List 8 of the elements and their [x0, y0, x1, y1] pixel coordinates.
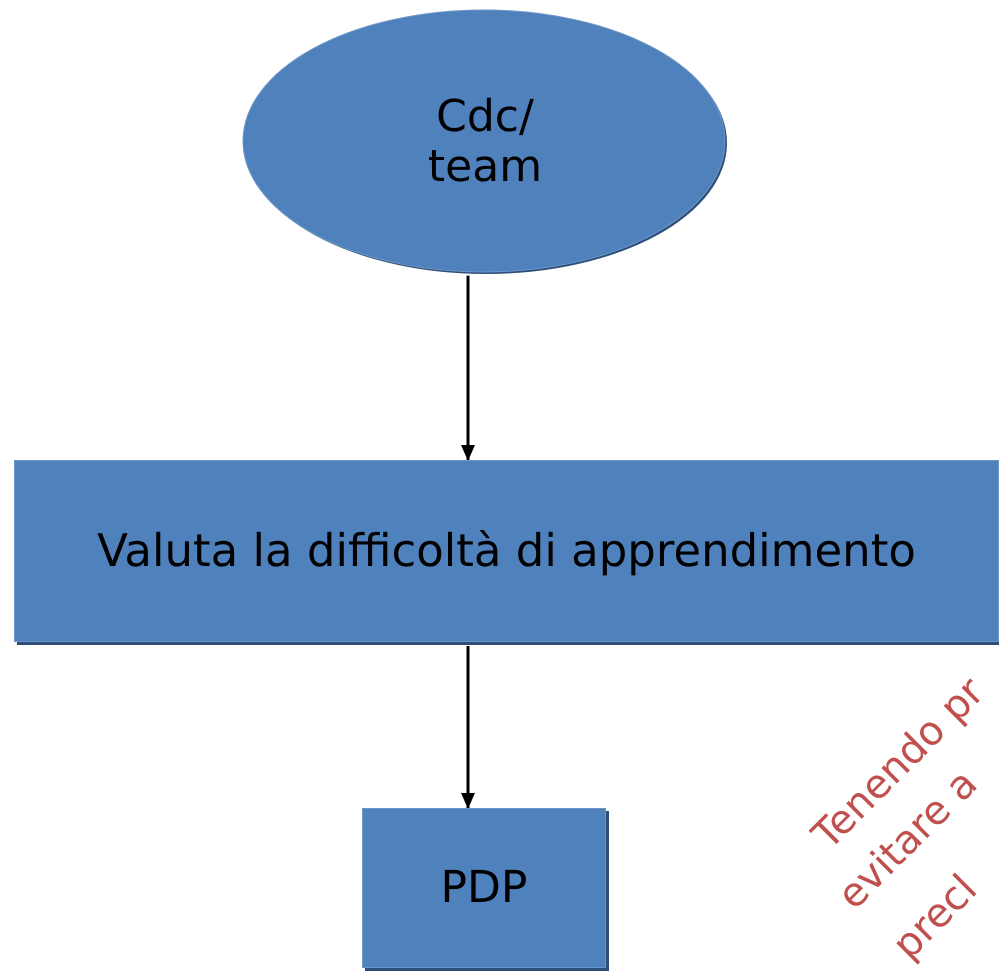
node-text: Cdc/ team [426, 92, 544, 192]
arrow [461, 276, 475, 461]
process-box [14, 460, 999, 642]
process-box [362, 808, 606, 968]
ellipse-node [241, 8, 729, 276]
node-text: PDP [440, 863, 528, 913]
arrow [461, 646, 475, 809]
node-text: Valuta la difficoltà di apprendimento [97, 525, 916, 577]
